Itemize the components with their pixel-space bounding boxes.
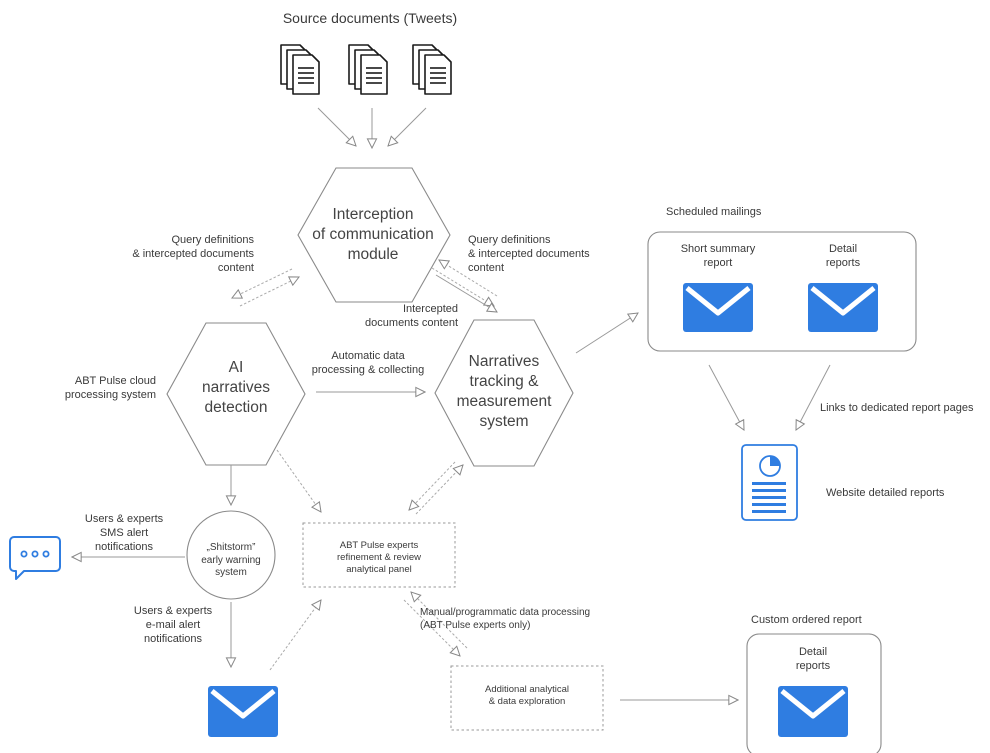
arrow-tracking-to-mailings <box>575 313 638 354</box>
interception-hexagon <box>297 167 451 303</box>
short-summary-label: Short summary report <box>680 243 756 269</box>
detail-reports-label: Detail reports <box>825 243 861 269</box>
arrow-mailing-to-website-left <box>708 364 744 430</box>
experts-panel-box <box>302 522 456 588</box>
custom-detail-label: Detail reports <box>795 646 831 672</box>
arrow-interception-to-tracking <box>431 267 494 306</box>
mail-icon <box>808 283 878 332</box>
chat-bubble-icon <box>9 536 61 580</box>
query-right-label: Query definitions & intercepted document… <box>468 234 590 274</box>
experts-panel-label: ABT Pulse experts refinement & review an… <box>337 540 421 575</box>
auto-processing-label: Automatic data processing & collecting <box>311 350 425 376</box>
scheduled-mailings-title: Scheduled mailings <box>666 206 762 218</box>
shitstorm-label: „Shitstorm” early warning system <box>201 542 261 578</box>
mail-icon <box>683 283 753 332</box>
manual-processing-label: Manual/programmatic data processing (ABT… <box>420 607 591 631</box>
tracking-label: Narratives tracking & measurement system <box>456 353 552 431</box>
document-stack-icon <box>280 44 320 95</box>
ai-detection-label: AI narratives detection <box>201 359 271 417</box>
tracking-hexagon <box>434 319 574 467</box>
shitstorm-circle <box>186 510 276 600</box>
arrow-doc3-to-interception <box>388 107 427 146</box>
mail-icon <box>778 686 848 737</box>
document-stack-icon <box>348 44 388 95</box>
arrow-email-to-panel <box>269 600 321 671</box>
website-reports-label: Website detailed reports <box>826 487 945 499</box>
additional-label: Additional analytical & data exploration <box>485 684 569 707</box>
cloud-processing-label: ABT Pulse cloud processing system <box>64 375 156 401</box>
arrow-ai-to-interception <box>239 277 299 307</box>
arrow-doc1-to-interception <box>317 107 356 146</box>
ai-detection-hexagon <box>166 322 306 466</box>
custom-report-title: Custom ordered report <box>751 614 862 626</box>
arrow-intercepted-content <box>435 274 497 312</box>
query-left-label: Query definitions & intercepted document… <box>132 234 254 274</box>
intercepted-label: Intercepted documents content <box>365 303 458 329</box>
arrow-tracking-to-panel <box>409 461 456 510</box>
report-page-icon <box>741 444 798 521</box>
links-label: Links to dedicated report pages <box>820 402 974 414</box>
sms-label: Users & experts SMS alert notifications <box>84 513 164 553</box>
mail-icon <box>208 686 278 737</box>
arrow-ai-to-panel <box>276 449 321 512</box>
document-stack-icon <box>412 44 452 95</box>
arrow-interception-to-ai <box>232 268 293 298</box>
arrow-mailing-to-website-right <box>796 364 831 430</box>
arrow-panel-to-tracking <box>415 465 463 515</box>
diagram-title: Source documents (Tweets) <box>282 10 458 26</box>
arrow-tracking-to-interception <box>439 260 498 297</box>
additional-box <box>450 665 604 731</box>
interception-label: Interception of communication module <box>312 206 434 264</box>
email-label: Users & experts e-mail alert notificatio… <box>133 605 213 645</box>
